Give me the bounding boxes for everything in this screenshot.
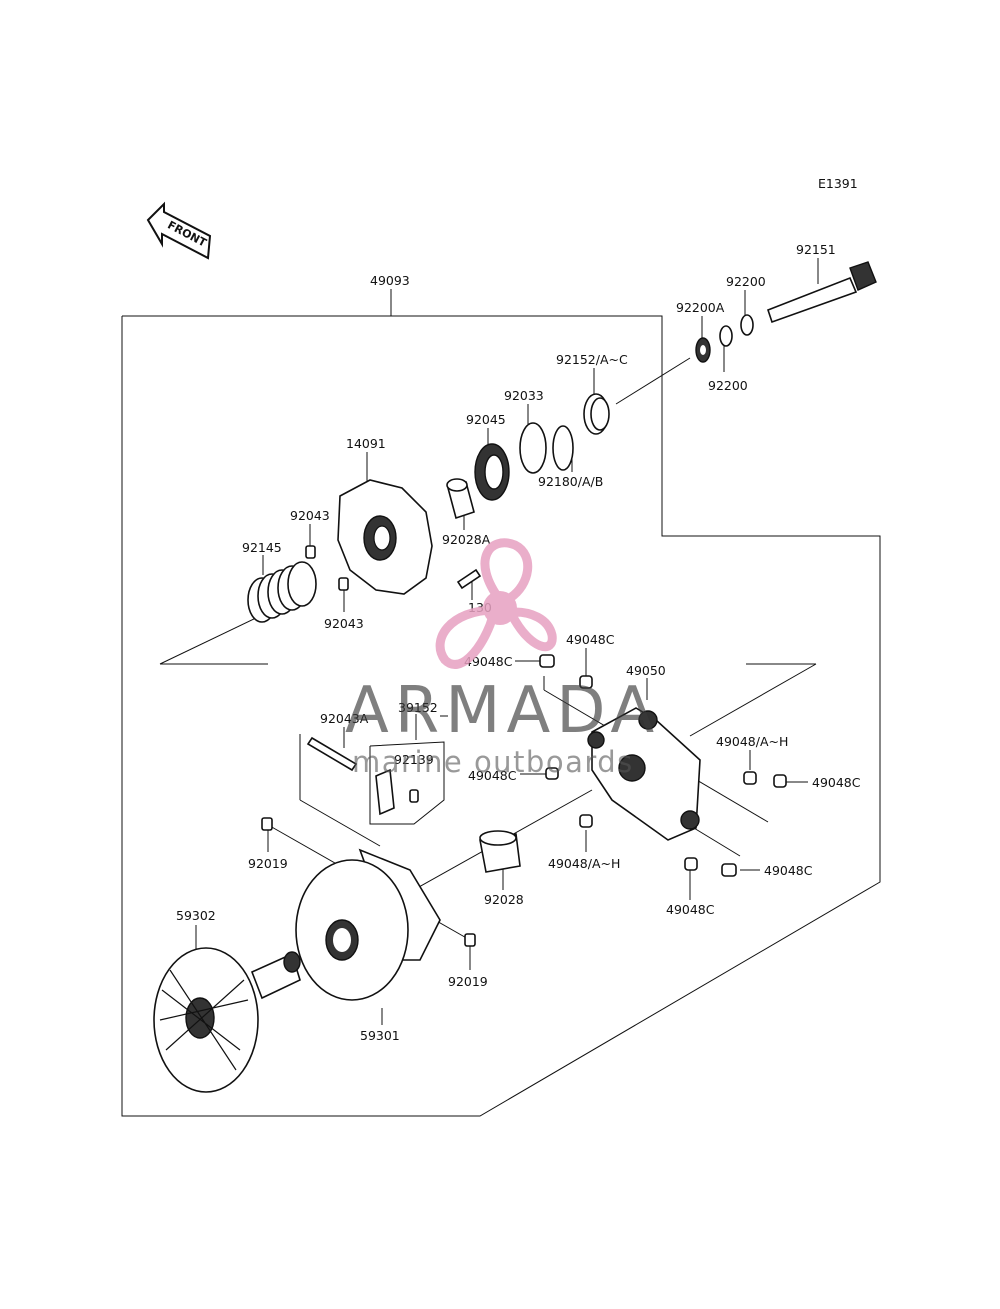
label-92043A: 92043A <box>320 711 369 726</box>
label-49048AH-a: 49048/A~H <box>716 734 788 749</box>
washers <box>695 314 754 363</box>
pin-92043A <box>306 736 358 772</box>
pin-92043-lower <box>338 577 349 591</box>
nut-92019-left <box>261 817 273 831</box>
fixed-sheave-59302 <box>153 947 301 1093</box>
label-92145: 92145 <box>242 540 282 555</box>
label-49048C-e: 49048C <box>764 863 813 878</box>
label-49048C-c: 49048C <box>468 768 517 783</box>
bolt-92151 <box>767 261 877 324</box>
label-92200-bottom: 92200 <box>708 378 748 393</box>
diagram-code: E1391 <box>818 176 858 191</box>
label-92045: 92045 <box>466 412 506 427</box>
label-92028A: 92028A <box>442 532 491 547</box>
label-49048C-b: 49048C <box>464 654 513 669</box>
bushing-92028 <box>479 830 521 873</box>
watermark-brand: ARMADA <box>345 674 660 748</box>
label-39152: 39152 <box>398 700 438 715</box>
label-49048C-a: 49048C <box>566 632 615 647</box>
spring-92145 <box>247 561 317 623</box>
label-92033: 92033 <box>504 388 544 403</box>
label-49048AH-b: 49048/A~H <box>548 856 620 871</box>
label-59301: 59301 <box>360 1028 400 1043</box>
label-49048C-f: 49048C <box>666 902 715 917</box>
label-92200-top: 92200 <box>726 274 766 289</box>
label-92043-b: 92043 <box>324 616 364 631</box>
cover-14091 <box>337 479 433 595</box>
part-labels: E1391 49093 92151 92200 92200A 92200 921… <box>176 176 861 1043</box>
label-92152: 92152/A~C <box>556 352 628 367</box>
label-49048C-d: 49048C <box>812 775 861 790</box>
label-59302: 59302 <box>176 908 216 923</box>
label-92043-a: 92043 <box>290 508 330 523</box>
leader-lines <box>159 258 819 1025</box>
front-direction-arrow-icon: FRONT <box>146 201 212 260</box>
pin-92043-upper <box>305 545 316 559</box>
watermark-tagline: marine outboards <box>352 745 634 779</box>
label-92019-a: 92019 <box>248 856 288 871</box>
spider-49050 <box>587 707 701 841</box>
bushing-92028A <box>446 478 475 520</box>
label-49093: 49093 <box>370 273 410 288</box>
label-49050: 49050 <box>626 663 666 678</box>
bolt-130 <box>456 568 482 590</box>
movable-sheave-59301 <box>295 848 441 1001</box>
label-92019-b: 92019 <box>448 974 488 989</box>
rollers <box>539 654 787 877</box>
armada-watermark: ARMADA marine outboards <box>345 538 660 779</box>
propeller-logo-icon <box>435 538 557 669</box>
label-14091: 14091 <box>346 436 386 451</box>
label-92028: 92028 <box>484 892 524 907</box>
bearing-92045 <box>474 443 510 501</box>
label-92151: 92151 <box>796 242 836 257</box>
weight-39152-group <box>369 741 445 825</box>
label-92180: 92180/A/B <box>538 474 603 489</box>
label-92200A: 92200A <box>676 300 725 315</box>
assembly-outline <box>121 315 881 1117</box>
circlips <box>519 422 574 474</box>
seal-92152 <box>583 393 610 435</box>
nut-92019-right <box>464 933 476 947</box>
label-92139: 92139 <box>394 752 434 767</box>
